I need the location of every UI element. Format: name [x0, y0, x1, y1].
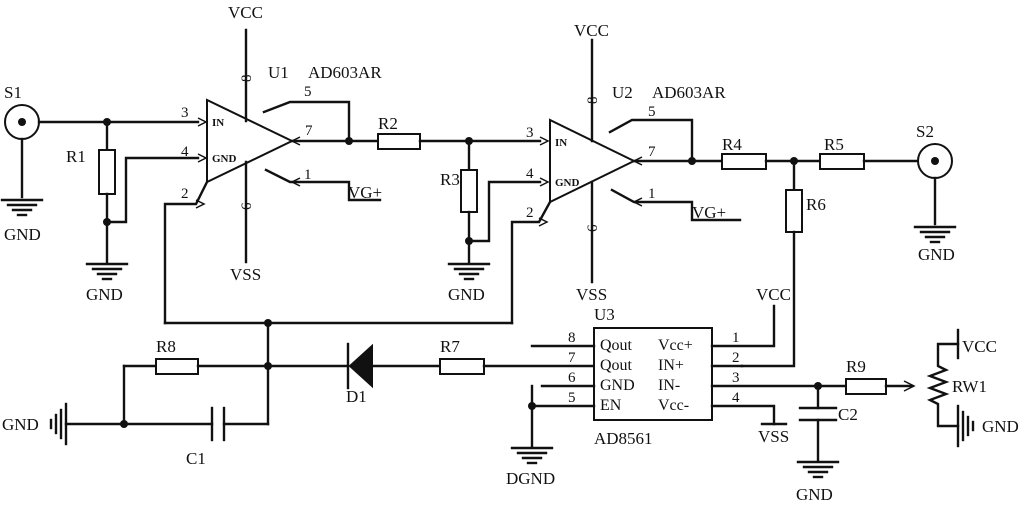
- u2-pin-gnd-label: GND: [555, 177, 580, 189]
- label-u2-part: AD603AR: [652, 83, 726, 102]
- u1-pin-3: 3: [181, 105, 189, 121]
- comparator-u3: [593, 327, 713, 421]
- label-r4: R4: [722, 135, 742, 154]
- label-u1-ref: U1: [268, 63, 289, 82]
- u1-pin-4: 4: [181, 144, 189, 160]
- label-c1: C1: [186, 449, 206, 468]
- u3-pin-2-name: IN+: [658, 357, 684, 374]
- label-c2: C2: [838, 405, 858, 424]
- u3-pin-3-num: 3: [732, 370, 740, 386]
- u2-pin-in-label: IN: [555, 137, 567, 149]
- label-gnd-rw1: GND: [982, 417, 1019, 436]
- label-u3-part: AD8561: [594, 429, 653, 448]
- label-rw1: RW1: [952, 377, 987, 396]
- label-vg-u2: VG+: [692, 203, 726, 222]
- u1-pin-8: 8: [239, 75, 255, 83]
- label-vg-u1: VG+: [348, 183, 382, 202]
- resistor-r8: [155, 358, 199, 375]
- label-r5: R5: [824, 135, 844, 154]
- u2-pin-7: 7: [648, 144, 656, 160]
- label-u2-ref: U2: [612, 83, 633, 102]
- label-gnd-r1: GND: [86, 285, 123, 304]
- u2-pin-2: 2: [526, 205, 534, 221]
- resistor-r9: [845, 378, 887, 395]
- u1-pin-6: 6: [239, 202, 255, 210]
- label-gnd-c1: GND: [2, 415, 39, 434]
- u3-pin-8-name: Qout: [600, 337, 633, 354]
- opamp-u1: [163, 28, 382, 325]
- label-vss-u1: VSS: [230, 265, 261, 284]
- u3-pin-1-num: 1: [732, 330, 740, 346]
- u2-pin-1: 1: [648, 186, 656, 202]
- u3-pin-6-name: GND: [600, 377, 635, 394]
- label-s2: S2: [916, 122, 934, 141]
- resistor-r3: [460, 169, 478, 213]
- label-r1: R1: [66, 147, 86, 166]
- label-vcc-u2: VCC: [574, 21, 609, 40]
- u3-pin-3-name: IN-: [658, 377, 680, 394]
- resistor-r2: [377, 133, 421, 150]
- label-gnd-r3: GND: [448, 285, 485, 304]
- resistor-r1: [98, 149, 116, 195]
- u3-pin-4-num: 4: [732, 390, 740, 406]
- label-r9: R9: [846, 357, 866, 376]
- label-dgnd: DGND: [506, 469, 555, 488]
- label-r6: R6: [806, 195, 826, 214]
- diode-d1: [346, 342, 373, 390]
- label-vcc-rw1: VCC: [962, 337, 997, 356]
- u3-pin-2-num: 2: [732, 350, 740, 366]
- label-vss-u2: VSS: [576, 285, 607, 304]
- u3-pin-7-name: Qout: [600, 357, 633, 374]
- u3-pin-5-num: 5: [568, 390, 576, 406]
- u3-pin-1-name: Vcc+: [658, 337, 693, 354]
- opamp-u2: [510, 38, 742, 325]
- u1-pin-in-label: IN: [212, 117, 224, 129]
- u1-pin-1: 1: [304, 167, 312, 183]
- u2-pin-3: 3: [526, 125, 534, 141]
- u3-pin-5-name: EN: [600, 397, 622, 414]
- u1-pin-2: 2: [181, 186, 189, 202]
- label-d1: D1: [346, 387, 367, 406]
- resistor-r6: [785, 189, 803, 233]
- u1-pin-7: 7: [305, 123, 313, 139]
- u3-pin-6-num: 6: [568, 370, 576, 386]
- label-r2: R2: [378, 114, 398, 133]
- label-s1: S1: [4, 83, 22, 102]
- connector-s2: [913, 143, 957, 244]
- u2-pin-5: 5: [648, 104, 656, 120]
- resistor-r4: [721, 153, 767, 170]
- potentiometer-rw1: [926, 342, 960, 428]
- u2-pin-4: 4: [526, 166, 534, 182]
- u3-pin-8-num: 8: [568, 330, 576, 346]
- label-gnd-s1: GND: [4, 225, 41, 244]
- u2-pin-8: 8: [585, 97, 601, 105]
- resistor-r5: [819, 153, 865, 170]
- label-r7: R7: [440, 337, 460, 356]
- u1-pin-5: 5: [304, 84, 312, 100]
- label-vss-u3: VSS: [758, 427, 789, 446]
- label-vcc-u1: VCC: [228, 3, 263, 22]
- label-r8: R8: [156, 337, 176, 356]
- label-vcc-u3: VCC: [756, 285, 791, 304]
- connector-s1: [0, 104, 44, 217]
- u1-pin-gnd-label: GND: [212, 153, 237, 165]
- label-gnd-c2: GND: [796, 485, 833, 504]
- u2-pin-6: 6: [585, 224, 601, 232]
- label-u3-ref: U3: [594, 305, 615, 324]
- label-gnd-s2: GND: [918, 245, 955, 264]
- label-u1-part: AD603AR: [308, 63, 382, 82]
- u3-pin-7-num: 7: [568, 350, 576, 366]
- label-r3: R3: [440, 170, 460, 189]
- u3-pin-4-name: Vcc-: [658, 397, 689, 414]
- resistor-r7: [439, 358, 485, 375]
